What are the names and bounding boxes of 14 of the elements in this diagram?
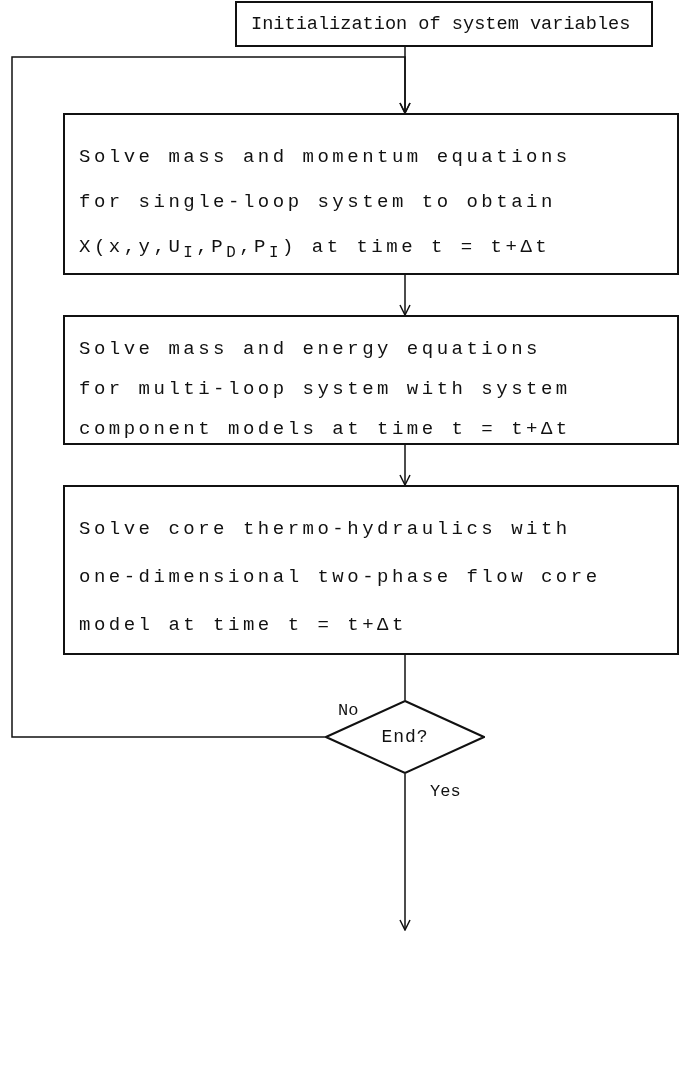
arrow (11, 56, 411, 738)
node-text: Solve mass and energy equations for multi-loop system with system component models at time t = t+Δt (79, 337, 572, 442)
arrow (399, 773, 411, 931)
decision-diamond (325, 700, 485, 774)
node-text: Solve mass and momentum equations for single-loop system to obtain X(x,y,U$_{I}$,P$_{D}$,P$_{I}$) at time t = t+Δt (79, 145, 572, 264)
process-box (235, 1, 653, 47)
node-text: Solve core thermo-hydraulics with one-dimensional two-phase flow core model at time t = t+Δt (79, 517, 602, 638)
arrow (399, 274, 411, 316)
process-box (63, 315, 679, 445)
node-text: End? (380, 726, 430, 749)
arrow (399, 444, 411, 486)
node-text: Initialization of system variables (251, 13, 632, 37)
process-box (63, 485, 679, 655)
process-box (63, 113, 679, 275)
